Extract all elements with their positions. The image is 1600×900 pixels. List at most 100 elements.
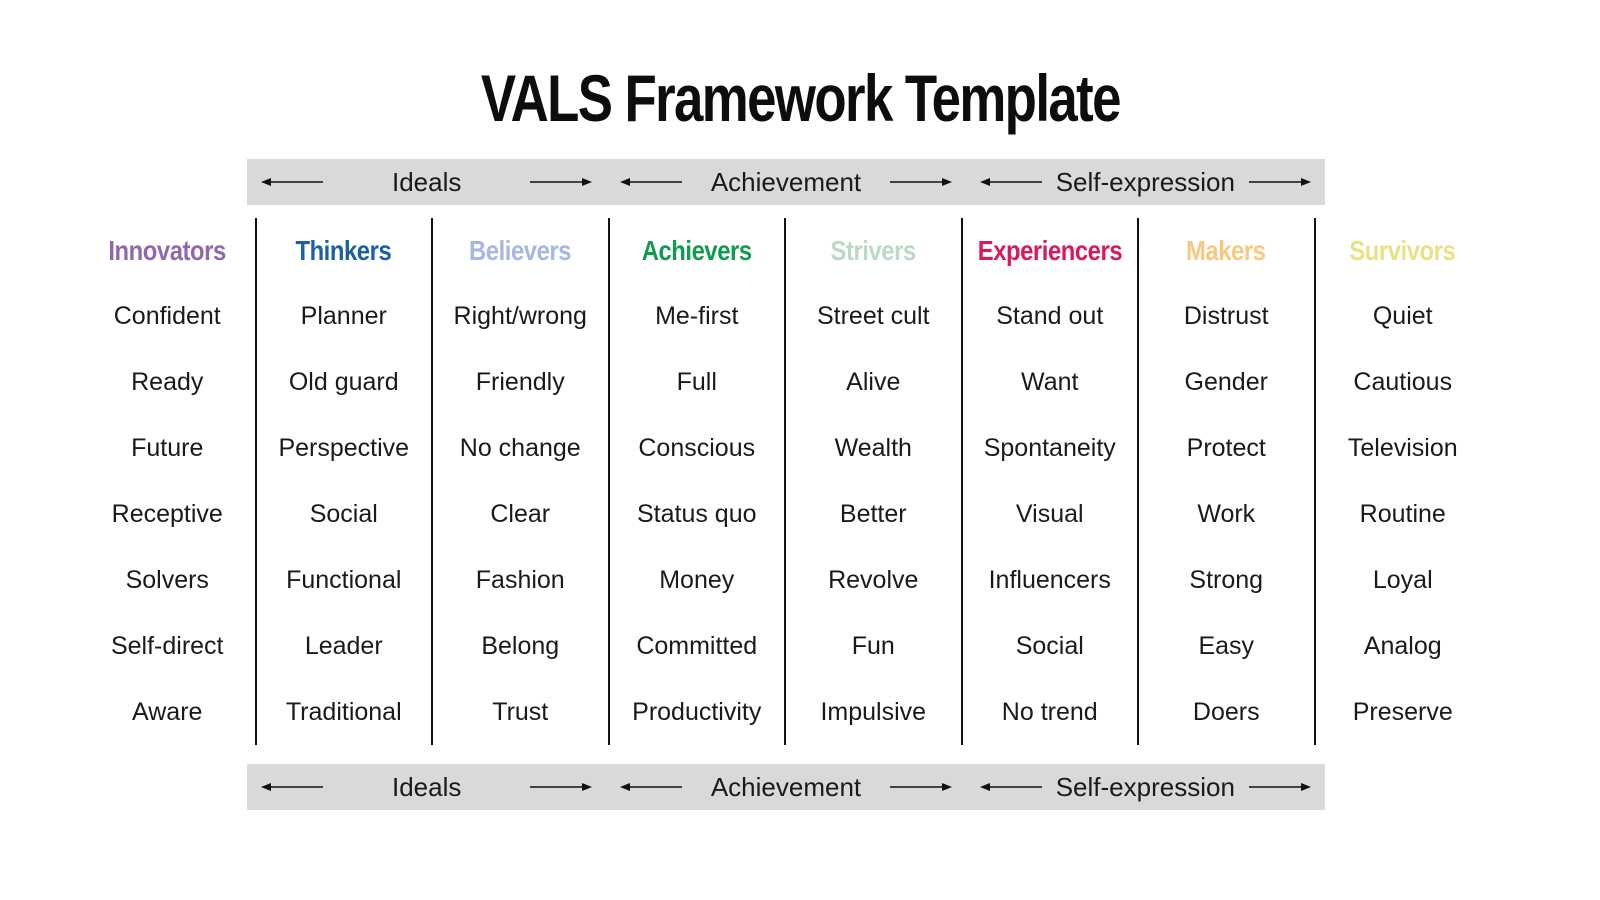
column-makers: Makers Distrust Gender Protect Work Stro… <box>1137 218 1314 745</box>
trait-item: Traditional <box>285 697 402 726</box>
trait-item: No change <box>459 434 581 463</box>
column-thinkers: Thinkers Planner Old guard Perspective S… <box>254 218 432 745</box>
trait-item: Alive <box>846 368 901 397</box>
axis-banner-bottom: Ideals Achievement Self-expression <box>247 764 1325 810</box>
banner-label: Ideals <box>391 771 462 802</box>
column-header-text: Thinkers <box>295 234 392 266</box>
column-header: Thinkers <box>287 235 400 267</box>
trait-item: Routine <box>1359 499 1446 528</box>
column-header-text: Achievers <box>641 234 752 266</box>
trait-item: Conscious <box>638 434 756 463</box>
trait-item: Money <box>659 565 735 594</box>
trait-item: Planner <box>300 302 387 331</box>
banner-segment-self-expression: Self-expression <box>966 159 1325 205</box>
trait-item: Aware <box>132 697 203 726</box>
column-header: Achievers <box>632 235 761 267</box>
trait-item: Leader <box>304 631 383 660</box>
trait-item: Self-direct <box>110 631 224 660</box>
column-header: Survivors <box>1340 235 1465 267</box>
trait-item: Full <box>676 368 717 397</box>
trait-item: Impulsive <box>820 697 927 726</box>
trait-item: Perspective <box>278 434 410 463</box>
trait-item: Analog <box>1363 631 1442 660</box>
left-arrow-icon <box>261 783 323 791</box>
axis-banner-top: Ideals Achievement Self-expression <box>247 159 1325 205</box>
columns-grid: Innovators Confident Ready Future Recept… <box>80 218 1490 745</box>
trait-item: Cautious <box>1353 368 1453 397</box>
banner-label: Self-expression <box>1055 166 1235 197</box>
trait-item: Fashion <box>475 565 565 594</box>
column-header: Makers <box>1179 235 1273 267</box>
trait-item: Street cult <box>816 302 930 331</box>
trait-item: Revolve <box>828 565 919 594</box>
trait-item: Television <box>1347 434 1458 463</box>
trait-item: Gender <box>1184 368 1268 397</box>
right-arrow-icon <box>530 783 593 791</box>
trait-item: Confident <box>113 302 221 331</box>
right-arrow-icon <box>1248 178 1311 186</box>
left-arrow-icon <box>979 178 1042 186</box>
column-header-text: Experiencers <box>977 234 1123 266</box>
trait-item: Trust <box>492 697 549 726</box>
trait-item: Functional <box>286 565 402 594</box>
trait-item: Old guard <box>288 368 399 397</box>
trait-item: Strong <box>1189 565 1264 594</box>
trait-item: Receptive <box>111 499 223 528</box>
column-survivors: Survivors Quiet Cautious Television Rout… <box>1313 218 1491 745</box>
trait-item: Preserve <box>1352 697 1453 726</box>
trait-item: Better <box>839 499 907 528</box>
trait-item: Doers <box>1192 697 1260 726</box>
trait-item: Social <box>1015 631 1084 660</box>
trait-item: No trend <box>1001 697 1098 726</box>
trait-item: Solvers <box>125 565 209 594</box>
column-experiencers: Experiencers Stand out Want Spontaneity … <box>960 218 1138 745</box>
trait-item: Quiet <box>1372 302 1433 331</box>
trait-item: Committed <box>636 631 758 660</box>
trait-item: Me-first <box>655 302 739 331</box>
trait-item: Social <box>309 499 378 528</box>
banner-label: Achievement <box>710 166 862 197</box>
banner-segment-ideals: Ideals <box>247 764 606 810</box>
column-strivers: Strivers Street cult Alive Wealth Better… <box>784 218 961 745</box>
banner-segment-ideals: Ideals <box>247 159 606 205</box>
column-header: Strivers <box>823 235 923 267</box>
column-believers: Believers Right/wrong Friendly No change… <box>431 218 608 745</box>
banner-segment-self-expression: Self-expression <box>966 764 1325 810</box>
trait-item: Wealth <box>834 434 912 463</box>
banner-segment-achievement: Achievement <box>606 764 965 810</box>
trait-item: Influencers <box>988 565 1111 594</box>
column-innovators: Innovators Confident Ready Future Recept… <box>80 218 255 745</box>
trait-item: Easy <box>1198 631 1255 660</box>
trait-item: Status quo <box>636 499 757 528</box>
trait-item: Distrust <box>1183 302 1269 331</box>
banner-label: Achievement <box>710 771 862 802</box>
trait-item: Stand out <box>996 302 1104 331</box>
column-header-text: Strivers <box>830 234 917 266</box>
trait-item: Spontaneity <box>983 434 1116 463</box>
trait-item: Work <box>1197 499 1256 528</box>
banner-label: Self-expression <box>1055 771 1235 802</box>
trait-item: Future <box>131 434 204 463</box>
trait-item: Friendly <box>475 368 565 397</box>
column-header-text: Believers <box>469 234 572 266</box>
column-header-text: Innovators <box>108 234 227 266</box>
page-title-text: VALS Framework Template <box>480 61 1121 135</box>
trait-item: Want <box>1021 368 1079 397</box>
banner-segment-achievement: Achievement <box>606 159 965 205</box>
right-arrow-icon <box>889 178 952 186</box>
column-header: Believers <box>460 235 580 267</box>
trait-item: Productivity <box>632 697 762 726</box>
left-arrow-icon <box>261 178 323 186</box>
right-arrow-icon <box>530 178 593 186</box>
trait-item: Protect <box>1186 434 1266 463</box>
right-arrow-icon <box>1248 783 1311 791</box>
trait-item: Clear <box>490 499 551 528</box>
column-header: Innovators <box>98 235 236 267</box>
column-header: Experiencers <box>965 235 1135 267</box>
right-arrow-icon <box>889 783 952 791</box>
column-header-text: Survivors <box>1349 234 1456 266</box>
column-achievers: Achievers Me-first Full Conscious Status… <box>607 218 785 745</box>
page-title: VALS Framework Template <box>0 58 1600 157</box>
column-header-text: Makers <box>1186 234 1266 266</box>
